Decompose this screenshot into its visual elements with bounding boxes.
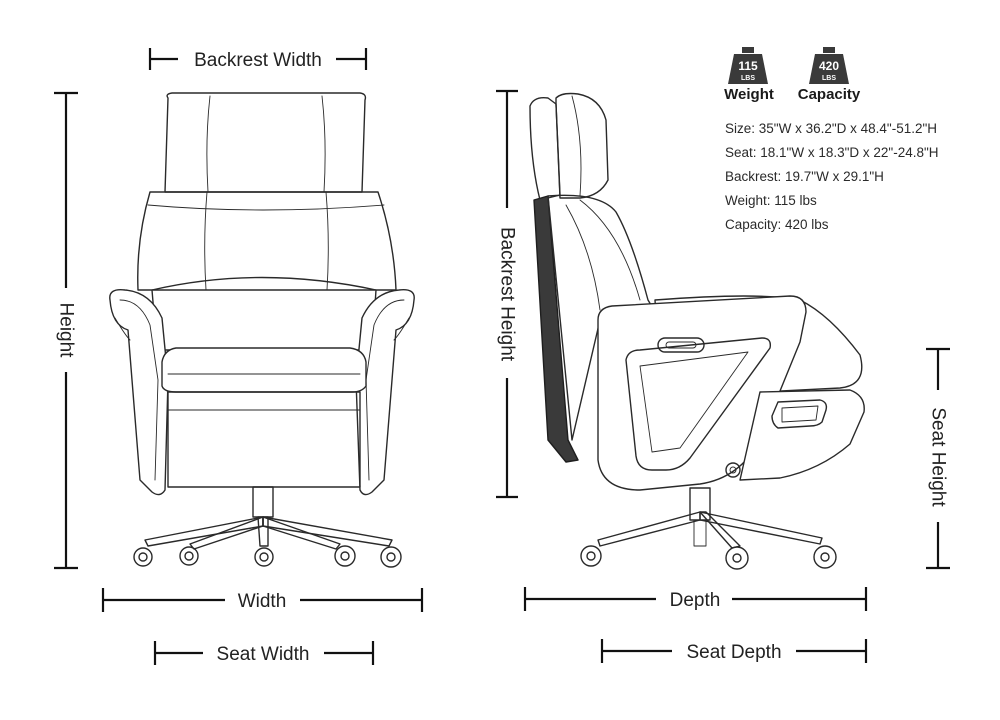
side-casters bbox=[580, 545, 837, 570]
seat-depth-dimension bbox=[600, 639, 868, 663]
seat-height-dimension bbox=[926, 347, 950, 570]
capacity-badge-unit: LBS bbox=[822, 75, 836, 82]
backrest-width-dimension bbox=[148, 48, 368, 70]
capacity-badge-value: 420 bbox=[819, 59, 839, 73]
depth-label: Depth bbox=[670, 590, 721, 611]
weight-badge-icon: 115 LBS bbox=[728, 47, 768, 84]
backrest-width-label: Backrest Width bbox=[194, 50, 322, 71]
capacity-badge-icon: 420 LBS bbox=[809, 47, 849, 84]
width-label: Width bbox=[238, 591, 287, 612]
front-view-chair bbox=[109, 92, 415, 568]
seat-depth-label: Seat Depth bbox=[686, 642, 781, 663]
spec-size: Size: 35"W x 36.2"D x 48.4"-51.2"H bbox=[725, 121, 938, 136]
backrest-height-label: Backrest Height bbox=[497, 227, 518, 362]
front-casters bbox=[133, 545, 402, 568]
dimension-lines bbox=[54, 48, 950, 665]
width-dimension bbox=[101, 588, 424, 612]
side-view-chair bbox=[529, 92, 865, 570]
weight-badge-unit: LBS bbox=[741, 75, 755, 82]
capacity-badge-caption: Capacity bbox=[798, 86, 861, 103]
backrest-height-dimension bbox=[496, 89, 518, 499]
height-label: Height bbox=[56, 303, 77, 359]
seat-width-label: Seat Width bbox=[217, 644, 310, 665]
spec-weight: Weight: 115 lbs bbox=[725, 193, 817, 208]
seat-height-label: Seat Height bbox=[928, 407, 949, 507]
seat-width-dimension bbox=[153, 641, 375, 665]
weight-badge-caption: Weight bbox=[724, 86, 774, 103]
spec-capacity: Capacity: 420 lbs bbox=[725, 217, 829, 232]
depth-dimension bbox=[523, 587, 868, 611]
height-dimension bbox=[54, 91, 78, 570]
spec-seat: Seat: 18.1"W x 18.3"D x 22"-24.8"H bbox=[725, 145, 939, 160]
weight-badge-value: 115 bbox=[738, 59, 758, 73]
spec-backrest: Backrest: 19.7"W x 29.1"H bbox=[725, 169, 884, 184]
